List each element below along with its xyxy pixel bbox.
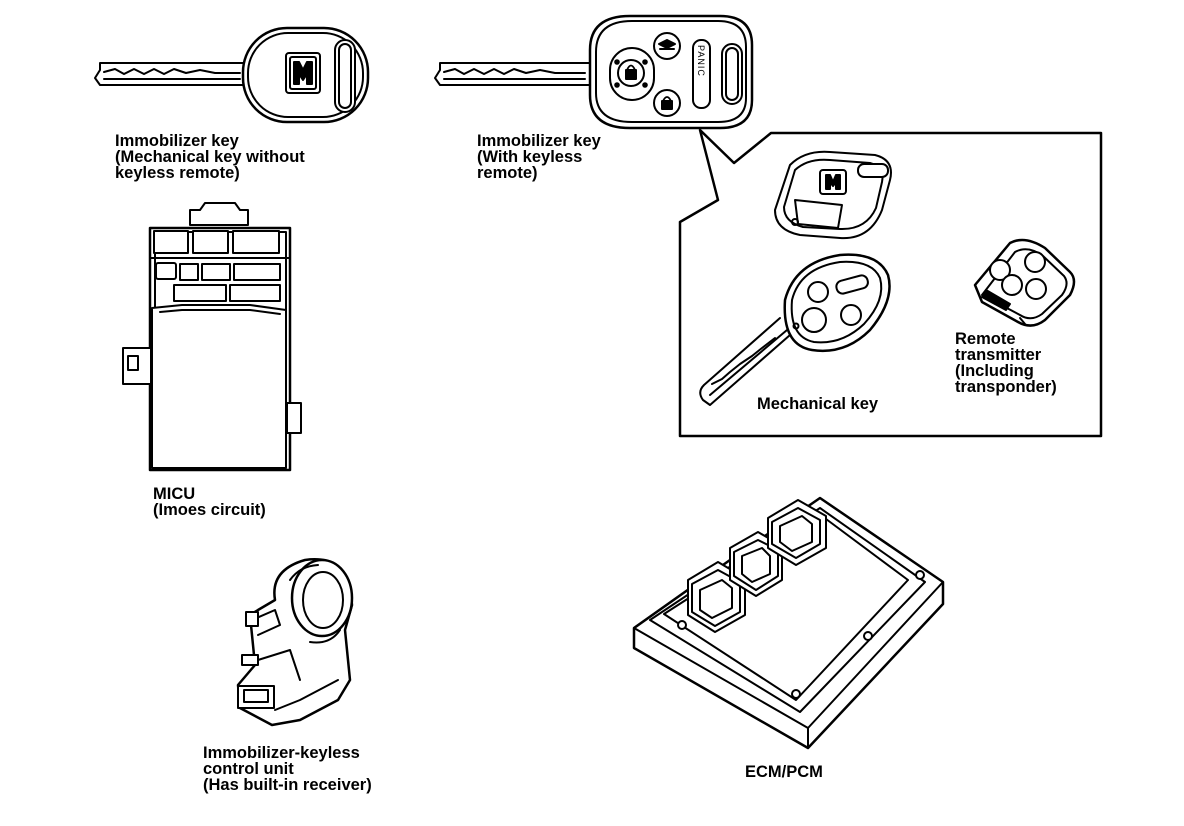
- label-ecm-pcm: ECM/PCM: [745, 763, 823, 781]
- label-remote-transmitter: Remote transmitter (Including transponde…: [955, 330, 1057, 396]
- label-immobilizer-key-remote: Immobilizer key (With keyless remote): [477, 132, 601, 182]
- label-micu: MICU (Imoes circuit): [153, 485, 266, 519]
- mechanical-key-drawing: [699, 253, 891, 406]
- immobilizer-keyless-unit-drawing: [236, 558, 354, 727]
- key-shell: [774, 150, 892, 240]
- micu-drawing: [122, 202, 302, 472]
- label-immobilizer-key-mechanical: Immobilizer key (Mechanical key without …: [115, 132, 305, 182]
- immobilizer-key-mechanical: [94, 26, 370, 124]
- panic-button-text: PANIC: [696, 45, 706, 77]
- ecm-pcm-drawing: [632, 496, 945, 750]
- label-mechanical-key: Mechanical key: [757, 395, 879, 413]
- immobilizer-key-remote: [434, 14, 754, 130]
- remote-transmitter-drawing: [973, 238, 1076, 327]
- label-immobilizer-keyless-unit: Immobilizer-keyless control unit (Has bu…: [203, 744, 372, 794]
